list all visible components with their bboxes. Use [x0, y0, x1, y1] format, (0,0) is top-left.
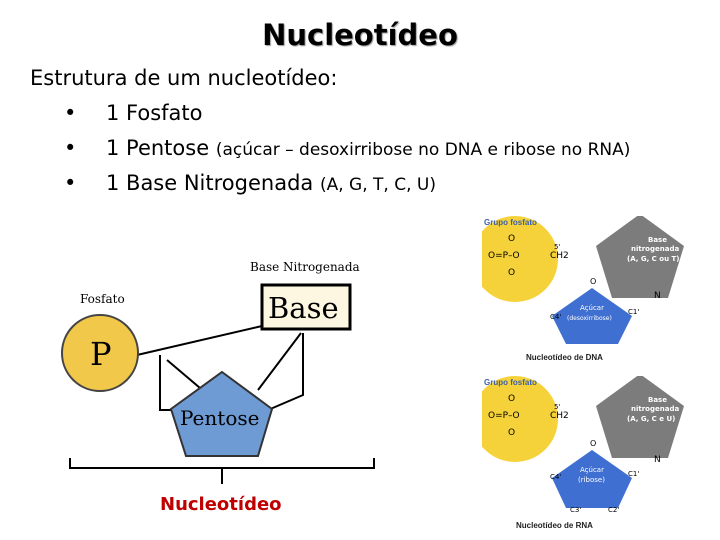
- dna-oxygen-bottom: O: [508, 268, 515, 278]
- rna-c3-label: C3': [570, 506, 581, 514]
- bullet-icon: •: [64, 136, 77, 160]
- rna-phosphate-circle: [482, 376, 558, 462]
- nucleotide-bracket: [69, 458, 375, 469]
- list-item: • 1 Fosfato: [64, 98, 630, 133]
- dna-n-label: N: [654, 291, 661, 301]
- dna-caption: Nucleotídeo de DNA: [526, 353, 603, 362]
- page-title: Nucleotídeo: [262, 18, 458, 52]
- rna-ring-oxygen: O: [590, 439, 596, 448]
- dna-sugar-pentagon: [552, 288, 632, 344]
- dna-group-label: Grupo fosfato: [484, 218, 537, 227]
- rna-n-label: N: [654, 455, 661, 465]
- dna-ring-oxygen: O: [590, 277, 596, 286]
- phosphate-base-bond: [136, 325, 263, 356]
- rna-c5-label: 5': [554, 403, 560, 411]
- rna-group-label: Grupo fosfato: [484, 378, 537, 387]
- phosphate-label: Fosfato: [80, 292, 125, 306]
- dna-nucleotide-figure: Grupo fosfato O O=P–O O 5' CH2 Base nitr…: [482, 216, 698, 362]
- component-list: • 1 Fosfato • 1 Pentose (açúcar – desoxirr…: [64, 98, 630, 203]
- rna-sugar-line: Açúcar: [580, 466, 604, 474]
- bullet-icon: •: [64, 101, 77, 125]
- phosphate-circle: [61, 314, 139, 392]
- rna-sugar-line: (ribose): [578, 476, 605, 484]
- dna-base-pentagon: [596, 216, 684, 298]
- dna-phosphate-circle: [482, 216, 558, 302]
- dna-c4-label: C4': [550, 313, 561, 321]
- dna-oxygen-top: O: [508, 234, 515, 244]
- rna-caption: Nucleotídeo de RNA: [516, 521, 593, 530]
- rna-ch2-label: CH2: [550, 411, 569, 421]
- rna-c4-label: C4': [550, 473, 561, 481]
- base-text: Base: [268, 291, 339, 325]
- list-item-main: 1 Fosfato: [106, 101, 203, 125]
- nucleotide-caption: Nucleotídeo: [160, 494, 282, 515]
- rna-sugar-pentagon: [552, 450, 632, 508]
- rna-base-pentagon: [596, 376, 684, 458]
- list-item-main: 1 Pentose: [106, 136, 210, 160]
- rna-nucleotide-figure: Grupo fosfato O O=P–O O 5' CH2 Base nitr…: [482, 376, 698, 530]
- rna-oxygen-top: O: [508, 394, 515, 404]
- pentose-text: Pentose: [180, 406, 259, 430]
- list-item: • 1 Pentose (açúcar – desoxirribose no DN…: [64, 133, 630, 168]
- list-item-detail: (açúcar – desoxirribose no DNA e ribose …: [215, 140, 631, 160]
- phosphate-symbol: P: [90, 335, 112, 373]
- rna-c1-label: C1': [628, 470, 639, 478]
- pentose-pentagon: [169, 370, 274, 457]
- rna-base-line: Base: [648, 396, 667, 404]
- rna-c2-label: C2': [608, 506, 619, 514]
- dna-base-line: nitrogenada: [631, 245, 679, 253]
- bullet-icon: •: [64, 171, 77, 195]
- intro-text: Estrutura de um nucleotídeo:: [30, 66, 338, 90]
- dna-c1-label: C1': [628, 308, 639, 316]
- list-item-main: 1 Base Nitrogenada: [106, 171, 314, 195]
- phosphate-pentose-bond: [166, 359, 201, 389]
- dna-base-line: Base: [648, 236, 667, 244]
- list-item: • 1 Base Nitrogenada (A, G, T, C, U): [64, 168, 630, 203]
- rna-oxygen-bottom: O: [508, 428, 515, 438]
- dna-base-line: (A, G, C ou T): [627, 255, 679, 263]
- dna-phosphate-formula: O=P–O: [488, 251, 520, 261]
- dna-ch2-label: CH2: [550, 251, 569, 261]
- rna-base-line: (A, G, C e U): [627, 415, 675, 423]
- rna-base-line: nitrogenada: [631, 405, 679, 413]
- dna-c5-label: 5': [554, 243, 560, 251]
- base-box: [260, 283, 352, 331]
- base-header: Base Nitrogenada: [250, 260, 360, 274]
- pentose-base-bond: [257, 332, 302, 391]
- rna-phosphate-formula: O=P–O: [488, 411, 520, 421]
- list-item-detail: (A, G, T, C, U): [319, 175, 436, 195]
- dna-sugar-line: Açúcar: [580, 304, 604, 312]
- dna-sugar-line: (desoxirribose): [567, 315, 612, 322]
- bond-frame-right: [267, 333, 304, 411]
